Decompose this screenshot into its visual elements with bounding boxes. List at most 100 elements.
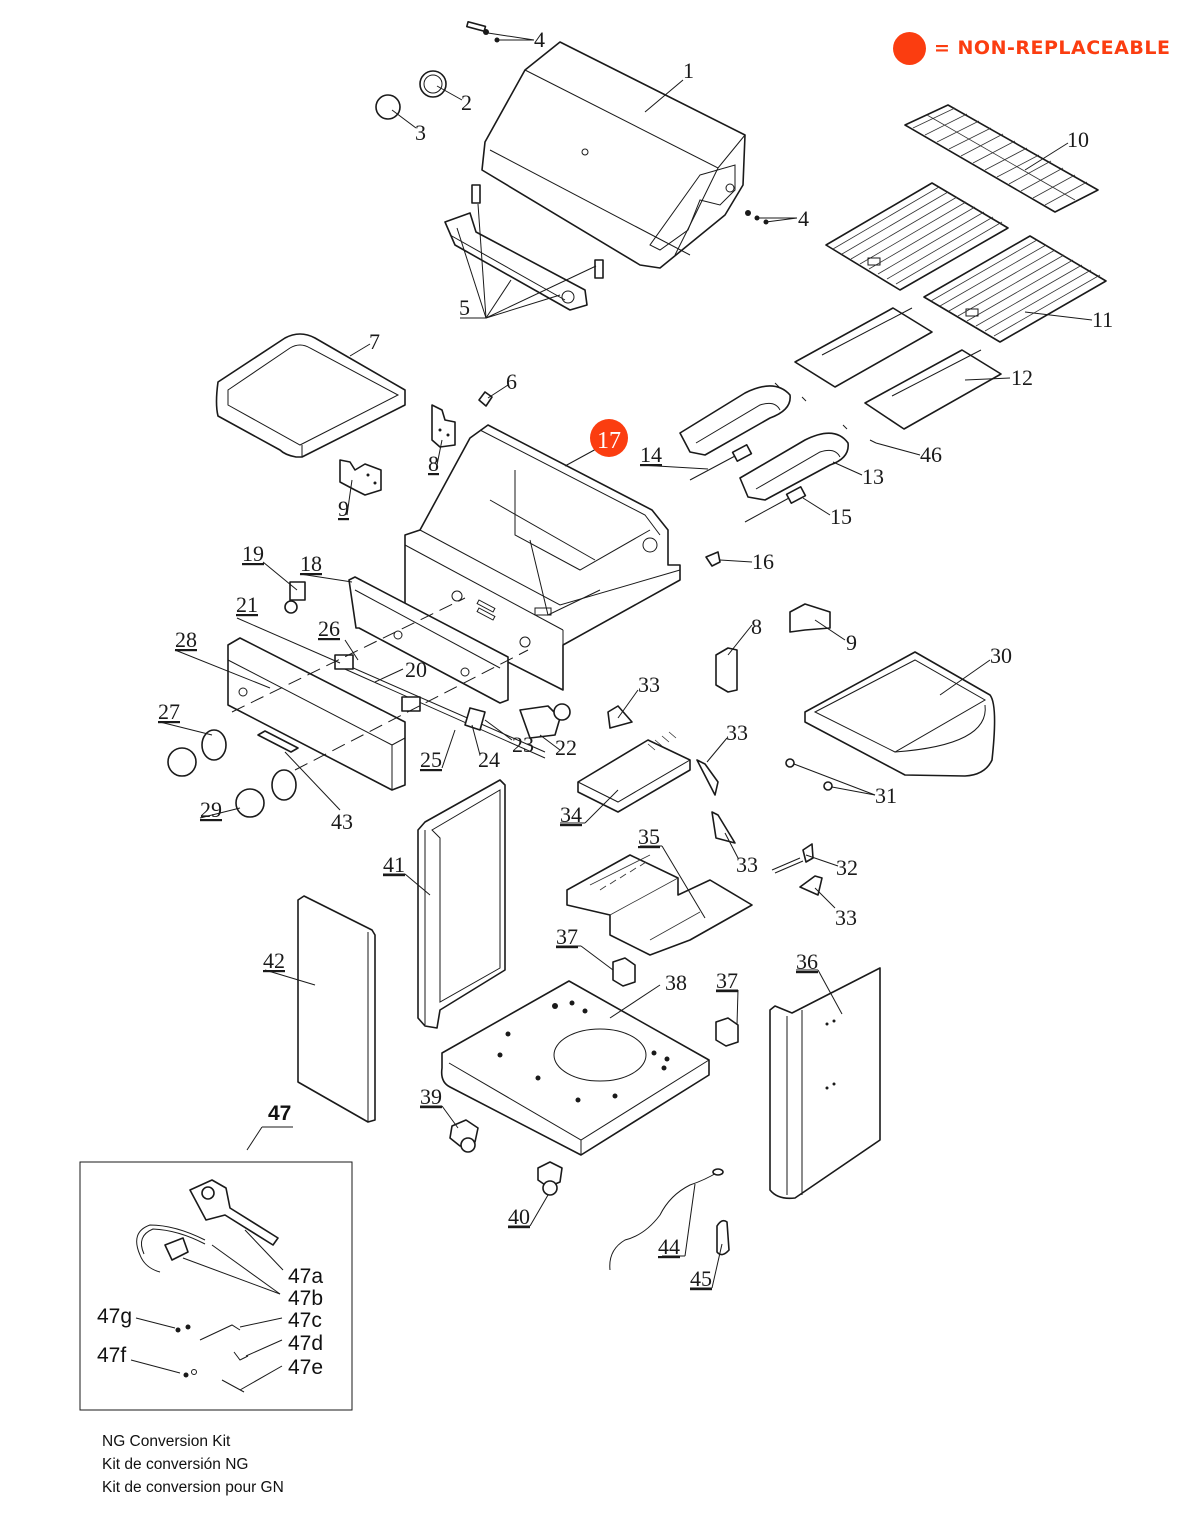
callout-37b: 37 — [716, 968, 738, 993]
part-bracket-6[interactable] — [478, 391, 493, 407]
part-bracket-33c[interactable] — [711, 811, 736, 844]
callout-26: 26 — [318, 616, 340, 641]
callout-16: 16 — [752, 549, 774, 574]
callout-41: 41 — [383, 852, 405, 877]
part-thermometer[interactable] — [375, 94, 401, 120]
kit-hose[interactable] — [136, 1224, 206, 1273]
callout-12: 12 — [1011, 365, 1033, 390]
part-firebox[interactable] — [404, 424, 681, 691]
kit-regulator[interactable] — [189, 1179, 279, 1246]
part-bottom-heat-shield[interactable] — [566, 854, 753, 956]
part-cooking-grate-right[interactable] — [923, 235, 1107, 343]
non-replaceable-badge-17: 17 — [590, 419, 628, 457]
kit-wrench[interactable] — [221, 1379, 245, 1393]
part-hinge-bracket-8-left[interactable] — [431, 404, 456, 448]
part-burner-upper[interactable] — [679, 385, 791, 456]
part-thermometer-bezel[interactable] — [419, 70, 447, 98]
part-cooking-grate-left[interactable] — [825, 182, 1009, 291]
kit-hex-key[interactable] — [233, 1351, 249, 1361]
callout-9b: 9 — [846, 630, 857, 655]
callout-30: 30 — [990, 643, 1012, 668]
part-electrode-15[interactable] — [744, 486, 807, 523]
kit-label-47b: 47b — [288, 1287, 323, 1310]
part-bracket-33a[interactable] — [607, 705, 633, 729]
callout-40: 40 — [508, 1204, 530, 1229]
part-lid-screws[interactable] — [465, 20, 500, 43]
kit-orifice-tool[interactable] — [199, 1324, 241, 1341]
callout-36: 36 — [796, 949, 818, 974]
callout-47: 47 — [268, 1102, 291, 1125]
part-knob-bezel-29[interactable] — [235, 769, 297, 818]
callout-18: 18 — [300, 551, 322, 576]
callout-13: 13 — [862, 464, 884, 489]
part-cart-base[interactable] — [440, 980, 710, 1156]
part-right-side-panel[interactable] — [769, 967, 881, 1200]
callout-39: 39 — [420, 1084, 442, 1109]
ng-conversion-kit[interactable]: 47 47a 47b 47c 47d 47e — [79, 1102, 353, 1411]
kit-label-47f: 47f — [97, 1344, 126, 1367]
callout-3: 3 — [415, 120, 426, 145]
kit-label-47d: 47d — [288, 1332, 323, 1355]
callout-7: 7 — [369, 329, 380, 354]
callout-43: 43 — [331, 809, 353, 834]
part-logo-plate[interactable] — [257, 730, 299, 753]
callout-20: 20 — [405, 657, 427, 682]
part-left-side-panel[interactable] — [297, 895, 376, 1123]
part-heat-tent-a[interactable] — [794, 307, 933, 388]
callout-45: 45 — [690, 1266, 712, 1291]
callout-21: 21 — [236, 592, 258, 617]
part-door-hinge-37a[interactable] — [612, 957, 636, 987]
callout-25: 25 — [420, 747, 442, 772]
legend: = NON-REPLACEABLE — [893, 31, 1170, 65]
callout-42: 42 — [263, 948, 285, 973]
callout-33b: 33 — [726, 720, 748, 745]
part-caster-locking[interactable] — [449, 1119, 479, 1153]
kit-caption: NG Conversion Kit Kit de conversión NG K… — [102, 1430, 284, 1499]
part-caster[interactable] — [537, 1161, 563, 1196]
part-shelf-screws[interactable] — [785, 758, 833, 791]
non-replaceable-marker-icon — [893, 31, 926, 65]
part-knob-bezel-27[interactable] — [167, 729, 227, 777]
callout-38: 38 — [665, 970, 687, 995]
part-right-side-shelf[interactable] — [804, 651, 996, 777]
part-hinge-bracket-9-right[interactable] — [789, 603, 831, 633]
part-clip-16[interactable] — [705, 551, 721, 567]
part-bracket-33d[interactable] — [799, 875, 823, 896]
part-door-hinge-37b[interactable] — [715, 1017, 739, 1047]
part-grease-tray[interactable] — [577, 731, 691, 813]
part-hinge-bracket-8-right[interactable] — [715, 647, 738, 693]
callout-31: 31 — [875, 783, 897, 808]
part-warming-rack[interactable] — [904, 104, 1099, 213]
part-igniter[interactable] — [284, 581, 306, 614]
part-left-side-shelf[interactable] — [215, 333, 406, 458]
callout-33a: 33 — [638, 672, 660, 697]
kit-screws[interactable] — [175, 1324, 191, 1333]
part-control-panel[interactable] — [227, 637, 406, 791]
part-lid-screws-right[interactable] — [745, 210, 769, 225]
callout-19: 19 — [242, 541, 264, 566]
part-valve-manifold[interactable] — [334, 654, 571, 759]
kit-caption-en: NG Conversion Kit — [102, 1433, 231, 1450]
part-igniter-wire[interactable] — [609, 1168, 724, 1271]
callout-4b: 4 — [798, 206, 809, 231]
kit-label-47c: 47c — [288, 1309, 322, 1332]
part-burner-screws[interactable] — [774, 382, 877, 444]
part-hinge-bracket-9-left[interactable] — [339, 459, 382, 496]
callout-4a: 4 — [534, 27, 545, 52]
part-lid[interactable] — [481, 41, 746, 269]
part-back-panel[interactable] — [417, 779, 506, 1029]
part-control-panel-shield[interactable] — [348, 576, 509, 704]
part-match-holder[interactable] — [716, 1219, 730, 1256]
callout-46: 46 — [920, 442, 942, 467]
part-tank-rod[interactable] — [771, 843, 814, 874]
part-bracket-33b[interactable] — [696, 759, 719, 796]
part-burner-lower[interactable] — [739, 432, 849, 501]
part-heat-tent-b[interactable] — [864, 349, 1002, 430]
kit-caption-fr: Kit de conversion pour GN — [102, 1479, 284, 1496]
kit-washers[interactable] — [183, 1369, 197, 1378]
callout-24: 24 — [478, 747, 500, 772]
part-electrode-14[interactable] — [689, 444, 753, 481]
callout-5: 5 — [459, 295, 470, 320]
kit-label-47g: 47g — [97, 1305, 132, 1328]
